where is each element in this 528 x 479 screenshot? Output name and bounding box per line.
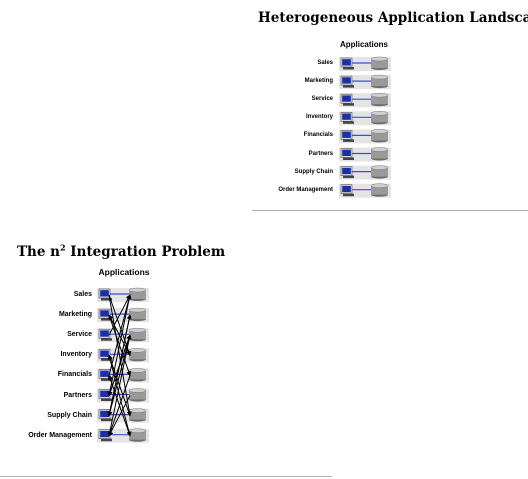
database-icon bbox=[128, 408, 147, 422]
app-label-inventory: Inventory bbox=[305, 114, 333, 121]
slide1-divider bbox=[252, 210, 528, 211]
app-label-financials: Financials bbox=[57, 371, 92, 379]
slide2-divider bbox=[0, 476, 332, 477]
slide2-title-superscript: 2 bbox=[59, 242, 66, 253]
slide1-title: Heterogeneous Application Landscape bbox=[258, 10, 528, 26]
app-label-financials: Financials bbox=[303, 132, 333, 139]
integration-arrow bbox=[108, 334, 132, 436]
database-icon bbox=[370, 165, 389, 179]
slide2-title-suffix: Integration Problem bbox=[65, 244, 226, 260]
database-icon bbox=[128, 327, 147, 342]
app-label-sales: Sales bbox=[317, 60, 333, 66]
app-label-service: Service bbox=[311, 96, 333, 103]
app-label-partners: Partners bbox=[308, 150, 333, 157]
database-icon bbox=[370, 129, 389, 143]
database-icon bbox=[128, 368, 147, 382]
app-label-service: Service bbox=[67, 331, 92, 339]
app-label-partners: Partners bbox=[63, 391, 92, 399]
app-label-marketing: Marketing bbox=[304, 78, 333, 85]
app-label-inventory: Inventory bbox=[60, 351, 92, 359]
app-label-supply-chain: Supply Chain bbox=[47, 411, 92, 419]
database-icon bbox=[128, 388, 147, 402]
integration-arrow bbox=[108, 294, 132, 376]
database-icon bbox=[370, 111, 389, 125]
database-icon bbox=[370, 183, 389, 197]
database-icon bbox=[128, 307, 147, 322]
integration-arrow bbox=[108, 395, 131, 437]
database-icon bbox=[128, 428, 147, 442]
database-icon bbox=[370, 74, 389, 89]
slide2-title: The n2 Integration Problem bbox=[17, 242, 226, 260]
integration-arrow bbox=[108, 355, 132, 437]
integration-arrow bbox=[108, 294, 131, 336]
app-label-order-management: Order Management bbox=[28, 431, 92, 439]
app-label-order-management: Order Management bbox=[278, 186, 333, 193]
integration-arrow bbox=[108, 314, 132, 377]
database-icon bbox=[370, 147, 389, 161]
slide1-applications-heading: Applications bbox=[339, 40, 388, 49]
integration-arrow bbox=[108, 294, 132, 417]
integration-arrow bbox=[107, 335, 131, 397]
slide2-applications-heading: Applications bbox=[98, 267, 150, 277]
slide2-title-prefix: The n bbox=[17, 244, 60, 260]
app-label-supply-chain: Supply Chain bbox=[294, 168, 333, 175]
app-label-sales: Sales bbox=[73, 291, 92, 298]
database-icon bbox=[128, 348, 147, 362]
app-label-marketing: Marketing bbox=[58, 311, 92, 319]
database-icon bbox=[370, 92, 389, 107]
database-icon bbox=[370, 56, 389, 70]
database-icon bbox=[128, 287, 147, 301]
